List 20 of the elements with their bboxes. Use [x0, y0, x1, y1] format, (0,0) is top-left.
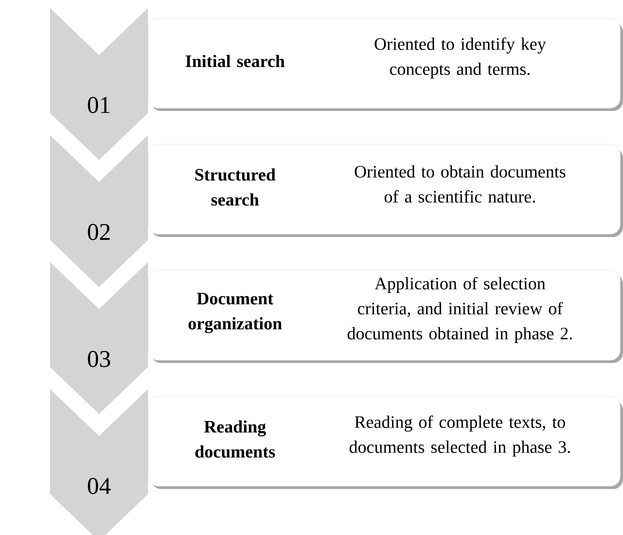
- node-label: Reading of complete texts, to documents selected in phase 3.: [350, 415, 570, 457]
- node-label: Structured search: [195, 168, 276, 206]
- node-label: Reading documents: [195, 420, 275, 458]
- step-card: Reading documents Reading of complete texts, to documents selected in phase 3.: [148, 396, 623, 489]
- node-label: 04: [88, 478, 111, 494]
- node-label: 03: [88, 350, 110, 368]
- step-number-band: 01: [50, 8, 148, 160]
- node-label: Oriented to identify key concepts and terms.: [374, 37, 546, 79]
- node-label: Initial search: [186, 54, 285, 68]
- node-label: Document organization: [188, 292, 282, 334]
- step-number-band: 03: [50, 262, 148, 414]
- step-card: Initial search Oriented to identify key concepts and terms.: [148, 18, 623, 111]
- step-number-band: 04: [50, 389, 148, 535]
- step-card: Structured search Oriented to obtain documents of a scientific nature.: [148, 144, 623, 237]
- step-number-band: 02: [50, 135, 148, 287]
- step-card: Document organization Application of selection criteria, and initial review of documents obtained in phase 2.: [148, 270, 623, 363]
- node-label: 01: [88, 96, 110, 114]
- node-label: Application of selection criteria, and initial review of documents obtained in phase 2.: [348, 276, 572, 344]
- node-label: 02: [88, 224, 110, 240]
- node-label: Oriented to obtain documents of a scientific nature.: [354, 165, 566, 203]
